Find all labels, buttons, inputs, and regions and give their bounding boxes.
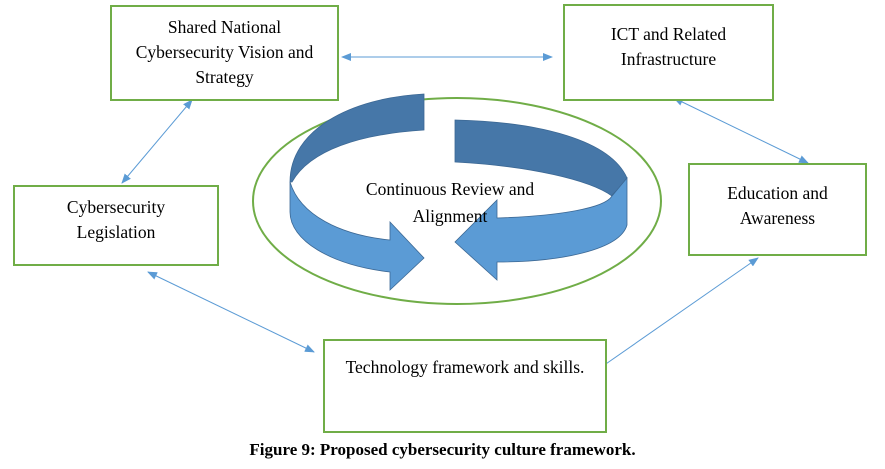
circular-arrow-left <box>289 93 425 291</box>
node-education: Education and Awareness <box>688 163 867 256</box>
connector-legislation-technology <box>147 271 315 353</box>
node-vision: Shared National Cybersecurity Vision and… <box>110 5 339 101</box>
circular-arrow-right <box>454 119 628 281</box>
node-legislation-label: Cybersecurity Legislation <box>66 197 166 242</box>
node-vision-label: Shared National Cybersecurity Vision and… <box>135 17 314 87</box>
connector-vision-legislation <box>121 99 193 184</box>
review-cycle-ellipse <box>252 97 662 305</box>
node-technology: Technology framework and skills. <box>323 339 607 433</box>
node-ict-label: ICT and Related Infrastructure <box>610 24 727 69</box>
figure-caption: Figure 9: Proposed cybersecurity culture… <box>249 440 636 459</box>
node-legislation: Cybersecurity Legislation <box>13 185 219 266</box>
node-education-label: Education and Awareness <box>727 183 828 228</box>
connector-education-technology <box>589 257 759 376</box>
connectors <box>121 53 809 376</box>
connector-ict-education <box>673 97 809 164</box>
node-technology-label: Technology framework and skills. <box>345 357 585 377</box>
node-ict: ICT and Related Infrastructure <box>563 4 774 101</box>
center-label: Continuous Review and Alignment <box>365 179 535 226</box>
